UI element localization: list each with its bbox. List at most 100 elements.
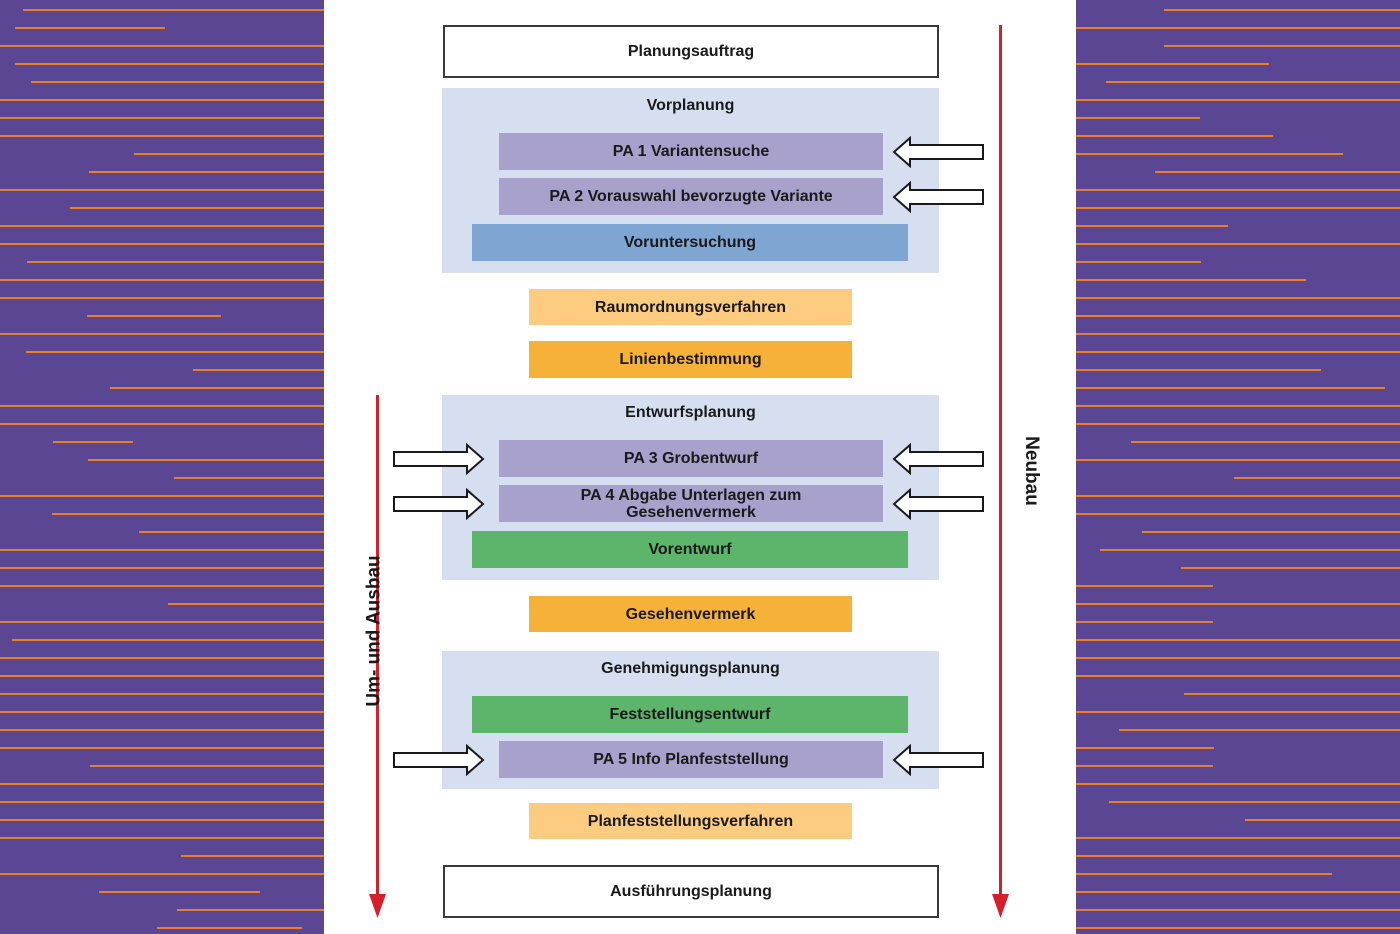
decorative-stripe: [1076, 585, 1213, 587]
decorative-stripe: [1076, 63, 1269, 65]
end-box-ausfuehrungsplanung: Ausführungsplanung: [443, 865, 939, 918]
arrow-left-icon: [892, 442, 984, 476]
decorative-stripe: [1164, 45, 1400, 47]
decorative-stripe: [1076, 153, 1343, 155]
decorative-stripe: [0, 801, 324, 803]
process-diagram: Planungsauftrag Vorplanung PA 1 Variante…: [324, 0, 1076, 934]
track-line-neubau: [999, 25, 1002, 900]
decorative-stripe: [0, 621, 324, 623]
decorative-stripe: [70, 207, 324, 209]
decorative-stripe: [1076, 387, 1385, 389]
decorative-stripe: [1076, 351, 1400, 353]
decorative-stripe: [89, 171, 324, 173]
decorative-stripe: [0, 279, 324, 281]
decorative-stripe: [1076, 711, 1400, 713]
decorative-stripe: [129, 297, 247, 299]
decorative-stripe: [1076, 189, 1400, 191]
pa4-box: PA 4 Abgabe Unterlagen zum Gesehenvermer…: [499, 485, 883, 522]
decorative-stripe: [15, 63, 324, 65]
decorative-stripe: [1076, 225, 1228, 227]
decorative-stripe: [0, 819, 324, 821]
arrow-left-icon: [892, 180, 984, 214]
decorative-stripe: [1119, 729, 1400, 731]
decorative-stripe: [1076, 99, 1400, 101]
decorative-stripe: [0, 189, 324, 191]
decorative-stripe: [1076, 243, 1400, 245]
decorative-stripe: [1234, 477, 1400, 479]
decorative-stripe: [12, 639, 324, 641]
track-line-um-ausbau: [376, 395, 379, 900]
decorative-stripe: [1081, 315, 1400, 317]
decorative-stripe: [157, 927, 302, 929]
decorative-stripe: [0, 693, 324, 695]
pa2-box: PA 2 Vorauswahl bevorzugte Variante: [499, 178, 883, 215]
decorative-stripe: [0, 333, 324, 335]
track-label-neubau: Neubau: [1020, 436, 1042, 506]
decorative-stripe: [99, 891, 260, 893]
decorative-stripe: [1076, 495, 1400, 497]
decorative-stripe: [88, 459, 324, 461]
decorative-stripe: [27, 261, 324, 263]
decorative-stripe: [0, 711, 324, 713]
decorative-stripe: [1076, 297, 1400, 299]
start-box-planungsauftrag: Planungsauftrag: [443, 25, 939, 78]
decorative-stripe: [1181, 567, 1400, 569]
decorative-stripe: [1076, 639, 1400, 641]
decorative-stripe: [0, 135, 324, 137]
decorative-stripe: [0, 729, 324, 731]
decorative-stripe: [1076, 369, 1321, 371]
decorative-stripe: [0, 657, 324, 659]
raumordnungsverfahren-box: Raumordnungsverfahren: [529, 289, 852, 325]
decorative-stripe: [0, 225, 324, 227]
decorative-stripe: [1076, 747, 1214, 749]
decorative-stripe: [1076, 423, 1400, 425]
phase-title: Vorplanung: [646, 97, 735, 114]
decorative-stripe: [1076, 279, 1276, 281]
decorative-stripe: [0, 567, 324, 569]
decorative-stripe: [1076, 765, 1213, 767]
decorative-stripe: [143, 765, 324, 767]
arrow-right-icon: [393, 487, 485, 521]
decorative-side-panel-right: [1076, 0, 1400, 934]
decorative-stripe: [0, 675, 324, 677]
decorative-stripe: [0, 549, 324, 551]
phase-title: Entwurfsplanung: [625, 404, 756, 421]
pa5-box: PA 5 Info Planfeststellung: [499, 741, 883, 778]
decorative-stripe: [87, 315, 221, 317]
decorative-stripe: [0, 585, 324, 587]
decorative-stripe: [1076, 603, 1400, 605]
decorative-stripe: [1076, 135, 1273, 137]
decorative-stripe: [1258, 819, 1400, 821]
decorative-stripe: [0, 405, 324, 407]
decorative-stripe: [1100, 549, 1400, 551]
decorative-stripe: [1076, 675, 1400, 677]
decorative-stripe: [0, 837, 324, 839]
decorative-stripe: [0, 783, 324, 785]
decorative-stripe: [1076, 621, 1213, 623]
gesehenvermerk-box: Gesehenvermerk: [529, 596, 852, 632]
planfeststellungsverfahren-box: Planfeststellungsverfahren: [529, 803, 852, 839]
decorative-stripe: [0, 873, 324, 875]
decorative-stripe: [0, 747, 324, 749]
decorative-stripe: [52, 513, 324, 515]
decorative-stripe: [1076, 459, 1400, 461]
decorative-stripe: [0, 45, 324, 47]
decorative-stripe: [26, 351, 324, 353]
decorative-stripe: [1076, 657, 1400, 659]
decorative-stripe: [31, 81, 324, 83]
decorative-stripe: [0, 117, 324, 119]
decorative-stripe: [110, 387, 324, 389]
voruntersuchung-box: Voruntersuchung: [472, 224, 908, 261]
arrow-left-icon: [892, 135, 984, 169]
decorative-stripe: [1076, 405, 1400, 407]
pa3-box: PA 3 Grobentwurf: [499, 440, 883, 477]
decorative-stripe: [0, 99, 324, 101]
decorative-stripe: [193, 369, 324, 371]
linienbestimmung-box: Linienbestimmung: [529, 341, 852, 378]
decorative-stripe: [1076, 261, 1201, 263]
decorative-stripe: [1184, 693, 1400, 695]
decorative-stripe: [1076, 909, 1400, 911]
decorative-stripe: [1260, 603, 1400, 605]
decorative-stripe: [23, 9, 324, 11]
arrow-right-icon: [393, 743, 485, 777]
